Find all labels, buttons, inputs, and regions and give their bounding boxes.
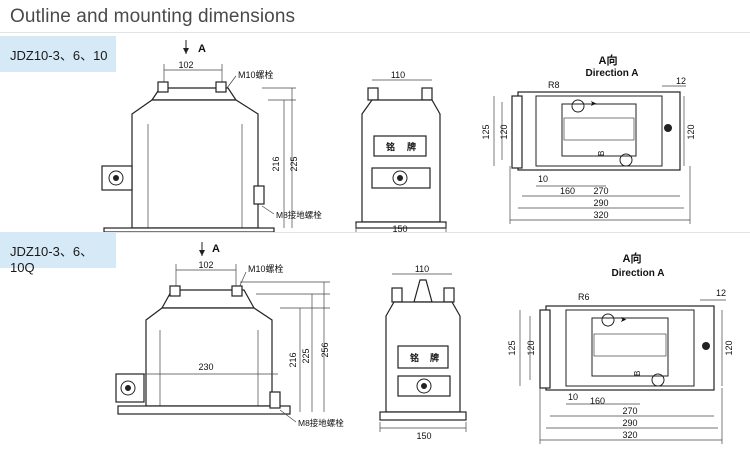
plan-view: A向 Direction A R6 12 ➤ B 125 120 120 [507,251,734,444]
radius-label: R8 [548,80,560,90]
model-label-box: JDZ10-3、6、10 [0,36,116,72]
dim-160: 160 [560,186,575,196]
section-jdz10-q: JDZ10-3、6、10Q A 102 M10螺栓 230 [0,232,750,452]
drawing-set-1: A 102 M10螺栓 M8接地螺栓 [101,40,696,232]
dim-225: 225 [289,156,299,171]
dim-225: 225 [301,348,311,363]
dim-160: 160 [590,396,605,406]
section-jdz10: JDZ10-3、6、10 A 102 M10螺栓 [0,36,750,232]
m8-ground-label: M8接地螺栓 [298,418,344,428]
dim-150: 150 [416,431,431,441]
b-mark: B [633,371,642,376]
view-a-cn: A向 [599,53,618,67]
dim-10: 10 [538,174,548,184]
dim-120-left: 120 [499,124,509,139]
title-divider [0,32,750,33]
view-a-en: Direction A [612,268,665,279]
dim-270: 270 [622,406,637,416]
side-view: 110 铭 牌 150 [355,70,447,232]
dim-270: 270 [593,186,608,196]
dim-125: 125 [481,124,491,139]
dim-125: 125 [507,340,517,355]
model-label: JDZ10-3、6、10Q [10,244,94,275]
m10-bolt-label: M10螺栓 [238,69,274,80]
dim-10: 10 [568,392,578,402]
dim-216: 216 [288,352,298,367]
drawing-set-2: A 102 M10螺栓 230 M8接地螺栓 [115,242,734,444]
m8-ground-label: M8接地螺栓 [276,210,322,220]
side-view: 110 铭 牌 150 [379,264,467,441]
dim-230: 230 [198,362,213,372]
v-mark: ➤ [590,99,597,108]
view-a-cn: A向 [623,251,642,265]
dim-150: 150 [392,224,407,232]
dim-110: 110 [391,70,405,80]
dim-290: 290 [593,198,608,208]
dim-12: 12 [676,76,686,86]
dim-12: 12 [716,288,726,298]
arrow-a-label: A [212,243,220,255]
dim-120-left: 120 [526,340,536,355]
dim-290: 290 [622,418,637,428]
page-title: Outline and mounting dimensions [10,6,296,27]
dim-120-right: 120 [686,124,696,139]
m10-bolt-label: M10螺栓 [248,263,284,274]
nameplate-char-2: 牌 [430,352,439,363]
dim-320: 320 [593,210,608,220]
dim-120-right: 120 [724,340,734,355]
section-divider [0,232,750,233]
dim-110: 110 [415,264,429,274]
front-view: A 102 M10螺栓 M8接地螺栓 [101,40,322,232]
view-a-en: Direction A [586,68,639,79]
radius-label: R6 [578,292,590,302]
nameplate-char-1: 铭 [386,141,395,152]
v-mark: ➤ [620,315,627,324]
model-label: JDZ10-3、6、10 [10,48,108,63]
front-view: A 102 M10螺栓 230 M8接地螺栓 [115,242,344,428]
nameplate-char-2: 牌 [407,141,416,152]
plan-view: A向 Direction A R8 12 ➤ B 125 120 120 [481,53,696,224]
b-mark: B [597,151,606,156]
nameplate-char-1: 铭 [410,352,419,363]
model-label-box: JDZ10-3、6、10Q [0,232,116,275]
dim-256: 256 [320,342,330,357]
arrow-a-label: A [198,43,206,55]
dim-102: 102 [178,60,193,70]
dim-216: 216 [271,156,281,171]
dim-320: 320 [622,430,637,440]
dim-102: 102 [198,260,213,270]
